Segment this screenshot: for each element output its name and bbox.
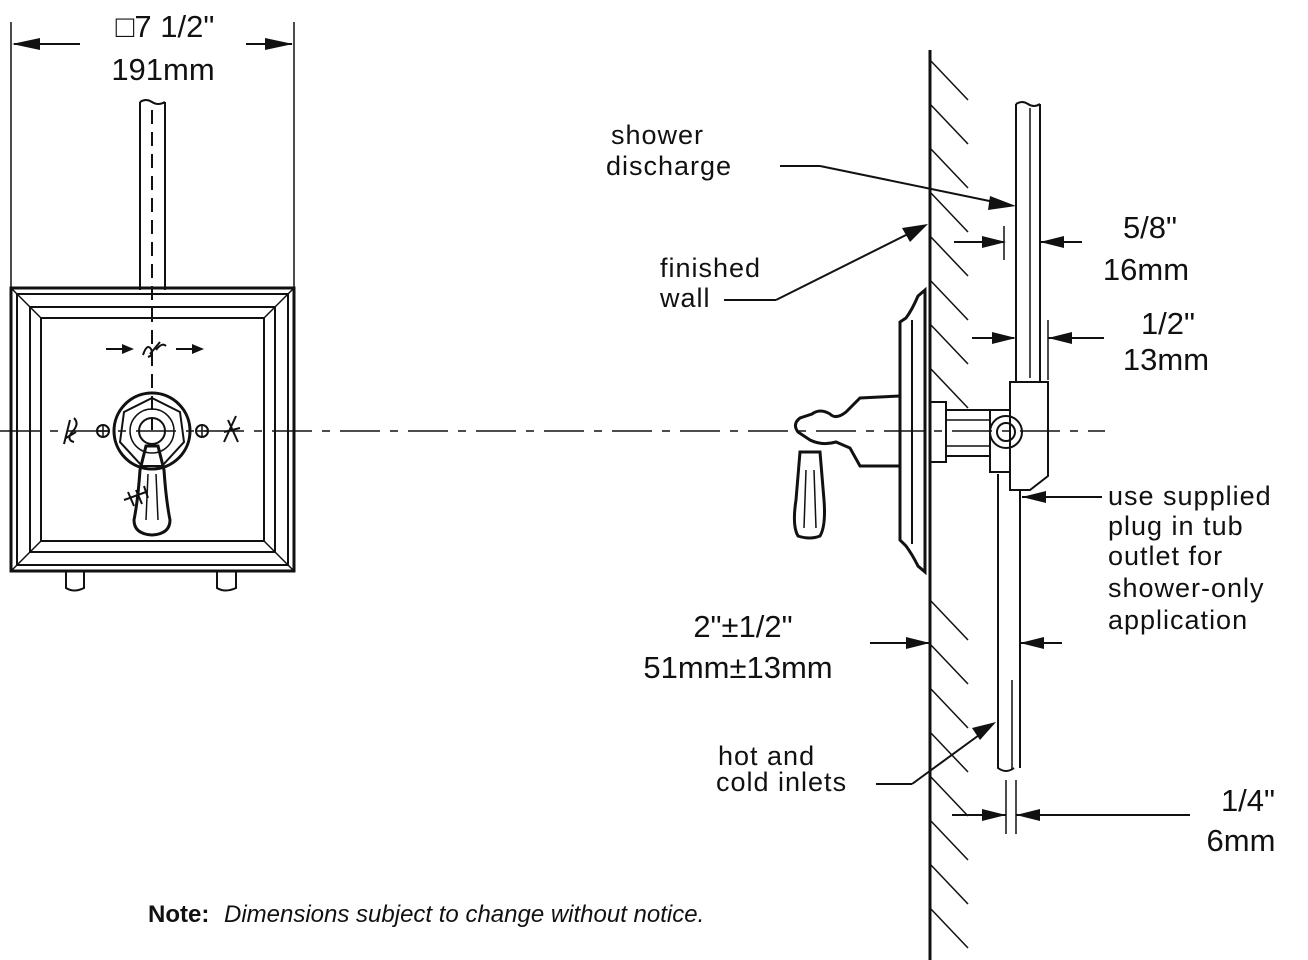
wall-label-line2: wall: [659, 283, 711, 313]
dim-2-mm: 51mm±13mm: [643, 650, 832, 685]
escutcheon-side: [898, 286, 927, 576]
note-text: Dimensions subject to change without not…: [224, 901, 704, 928]
plug-note-line4: shower-only: [1108, 573, 1265, 603]
valve-body: [1009, 381, 1049, 491]
handle-lever: [132, 444, 172, 537]
inlets-label-line2: cold inlets: [716, 767, 847, 797]
dim-2-inches: 2"±1/2": [693, 609, 792, 644]
cold-mark: [63, 417, 78, 445]
dim-14-inches: 1/4": [1221, 783, 1275, 818]
note: Note: Dimensions subject to change witho…: [148, 901, 704, 928]
off-mark: [142, 341, 167, 358]
shower-label-line2: discharge: [606, 151, 732, 181]
dim-14-mm: 6mm: [1207, 823, 1276, 858]
plug-note-line3: outlet for: [1108, 541, 1223, 571]
dim-58-mm: 16mm: [1103, 252, 1189, 287]
dim-12-mm: 13mm: [1123, 342, 1209, 377]
width-dimension-inches: □7 1/2": [116, 9, 215, 44]
plug-note-line2: plug in tub: [1108, 511, 1244, 541]
hot-mark: [223, 415, 241, 443]
plug-note-line5: application: [1108, 605, 1248, 635]
trim-plate: [9, 286, 296, 573]
warm-mark: [123, 485, 149, 507]
dim-12-inches: 1/2": [1141, 306, 1195, 341]
plug-note-line1: use supplied: [1108, 481, 1272, 511]
dim-58-inches: 5/8": [1123, 210, 1177, 245]
wall-label-line1: finished: [660, 253, 761, 283]
width-dimension-mm: 191mm: [111, 52, 214, 87]
inlets-label-line1: hot and: [718, 741, 815, 771]
side-view: shower discharge finished wall 5/8" 16mm…: [606, 50, 1275, 960]
front-view: □7 1/2" 191mm: [9, 9, 296, 592]
note-label: Note:: [148, 901, 209, 928]
handle-side: [793, 394, 902, 468]
shower-label-line1: shower: [611, 120, 704, 150]
